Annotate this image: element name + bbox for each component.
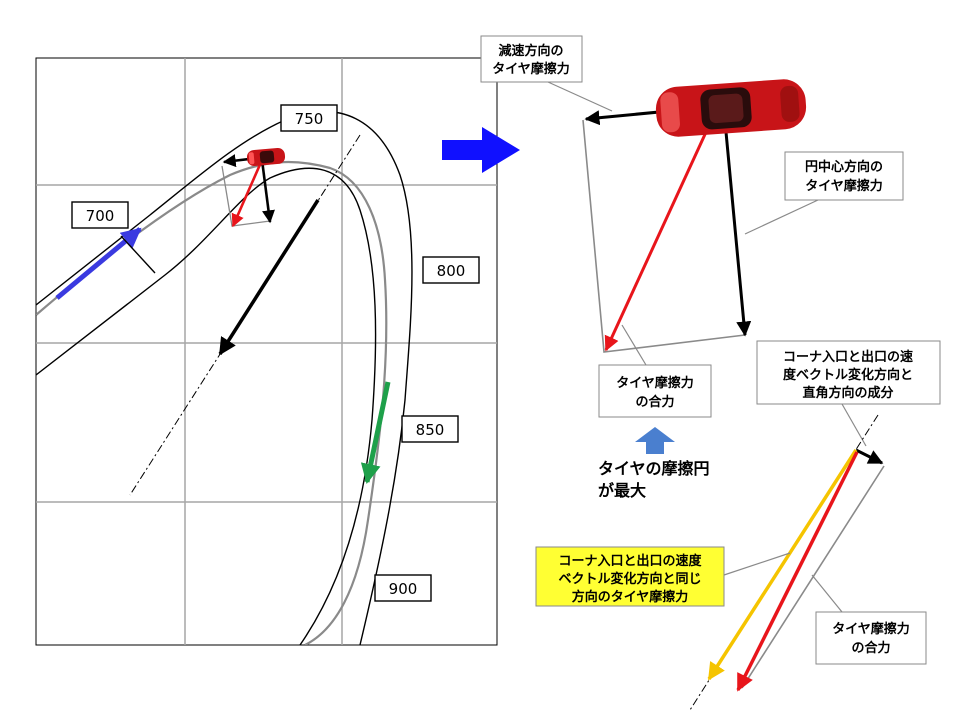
- svg-text:タイヤ摩擦力: タイヤ摩擦力: [492, 61, 570, 77]
- svg-text:方向のタイヤ摩擦力: 方向のタイヤ摩擦力: [572, 589, 689, 605]
- resultant-force-arrow: [604, 105, 720, 352]
- marker-800: 800: [422, 256, 480, 284]
- callout-same-direction: コーナ入口と出口の速度 ベクトル変化方向と同じ 方向のタイヤ摩擦力: [535, 546, 791, 607]
- svg-text:タイヤ摩擦力: タイヤ摩擦力: [805, 178, 883, 194]
- red-sports-car-large-icon: [655, 79, 807, 137]
- svg-text:900: 900: [389, 580, 418, 598]
- force-diagram-enlarged: [582, 79, 807, 353]
- svg-text:の合力: の合力: [635, 394, 674, 410]
- marker-850: 850: [401, 415, 459, 443]
- marker-700: 700: [71, 201, 129, 229]
- callout-center-friction: 円中心方向の タイヤ摩擦力: [744, 151, 904, 235]
- svg-text:700: 700: [86, 207, 115, 225]
- max-circle-line2: が最大: [598, 481, 646, 500]
- callout-resultant-top: タイヤ摩擦力 の合力: [598, 324, 712, 418]
- racing-line: [36, 160, 388, 645]
- marker-750: 750: [280, 104, 338, 132]
- svg-text:コーナ入口と出口の速度: コーナ入口と出口の速度: [558, 553, 702, 569]
- svg-text:減速方向の: 減速方向の: [498, 43, 563, 59]
- svg-text:度ベクトル変化方向と: 度ベクトル変化方向と: [783, 367, 913, 383]
- track-outer-edge: [36, 110, 413, 645]
- red-sports-car-icon: [246, 147, 286, 167]
- callout-perpendicular: コーナ入口と出口の速 度ベクトル変化方向と 直角方向の成分: [756, 340, 941, 447]
- exit-velocity-arrow: [360, 381, 391, 484]
- svg-text:ベクトル変化方向と同じ: ベクトル変化方向と同じ: [558, 571, 701, 587]
- svg-text:直角方向の成分: 直角方向の成分: [802, 385, 893, 401]
- track-inner-edge: [36, 167, 377, 645]
- svg-text:タイヤ摩擦力: タイヤ摩擦力: [832, 621, 910, 637]
- track-map-panel: 700 750 800 850 900: [35, 57, 498, 646]
- car-small-vectors: [221, 154, 275, 228]
- svg-text:コーナ入口と出口の速: コーナ入口と出口の速: [783, 349, 913, 365]
- map-frame: [35, 57, 498, 646]
- callout-resultant-bottom: タイヤ摩擦力 の合力: [811, 574, 927, 665]
- perpendicular-component-arrow: [855, 448, 884, 465]
- svg-text:850: 850: [416, 421, 445, 439]
- max-circle-line1: タイヤの摩擦円: [598, 459, 710, 478]
- right-arrow-icon: [442, 127, 520, 173]
- svg-text:タイヤ摩擦力: タイヤ摩擦力: [616, 375, 694, 391]
- marker-900: 900: [374, 574, 432, 602]
- same-direction-component-arrow: [707, 449, 858, 681]
- callout-decel-friction: 減速方向の タイヤ摩擦力: [480, 35, 613, 112]
- svg-text:円中心方向の: 円中心方向の: [805, 159, 883, 175]
- entry-velocity-arrow: [55, 227, 142, 300]
- svg-text:800: 800: [437, 262, 466, 280]
- resultant-lower-arrow: [736, 451, 859, 692]
- svg-text:の合力: の合力: [851, 640, 890, 656]
- center-force-arrow: [721, 99, 752, 337]
- entry-perp-tick: [120, 235, 156, 274]
- svg-text:750: 750: [295, 110, 324, 128]
- center-force-arrow-large: [218, 199, 320, 356]
- up-arrow-icon: [635, 427, 675, 454]
